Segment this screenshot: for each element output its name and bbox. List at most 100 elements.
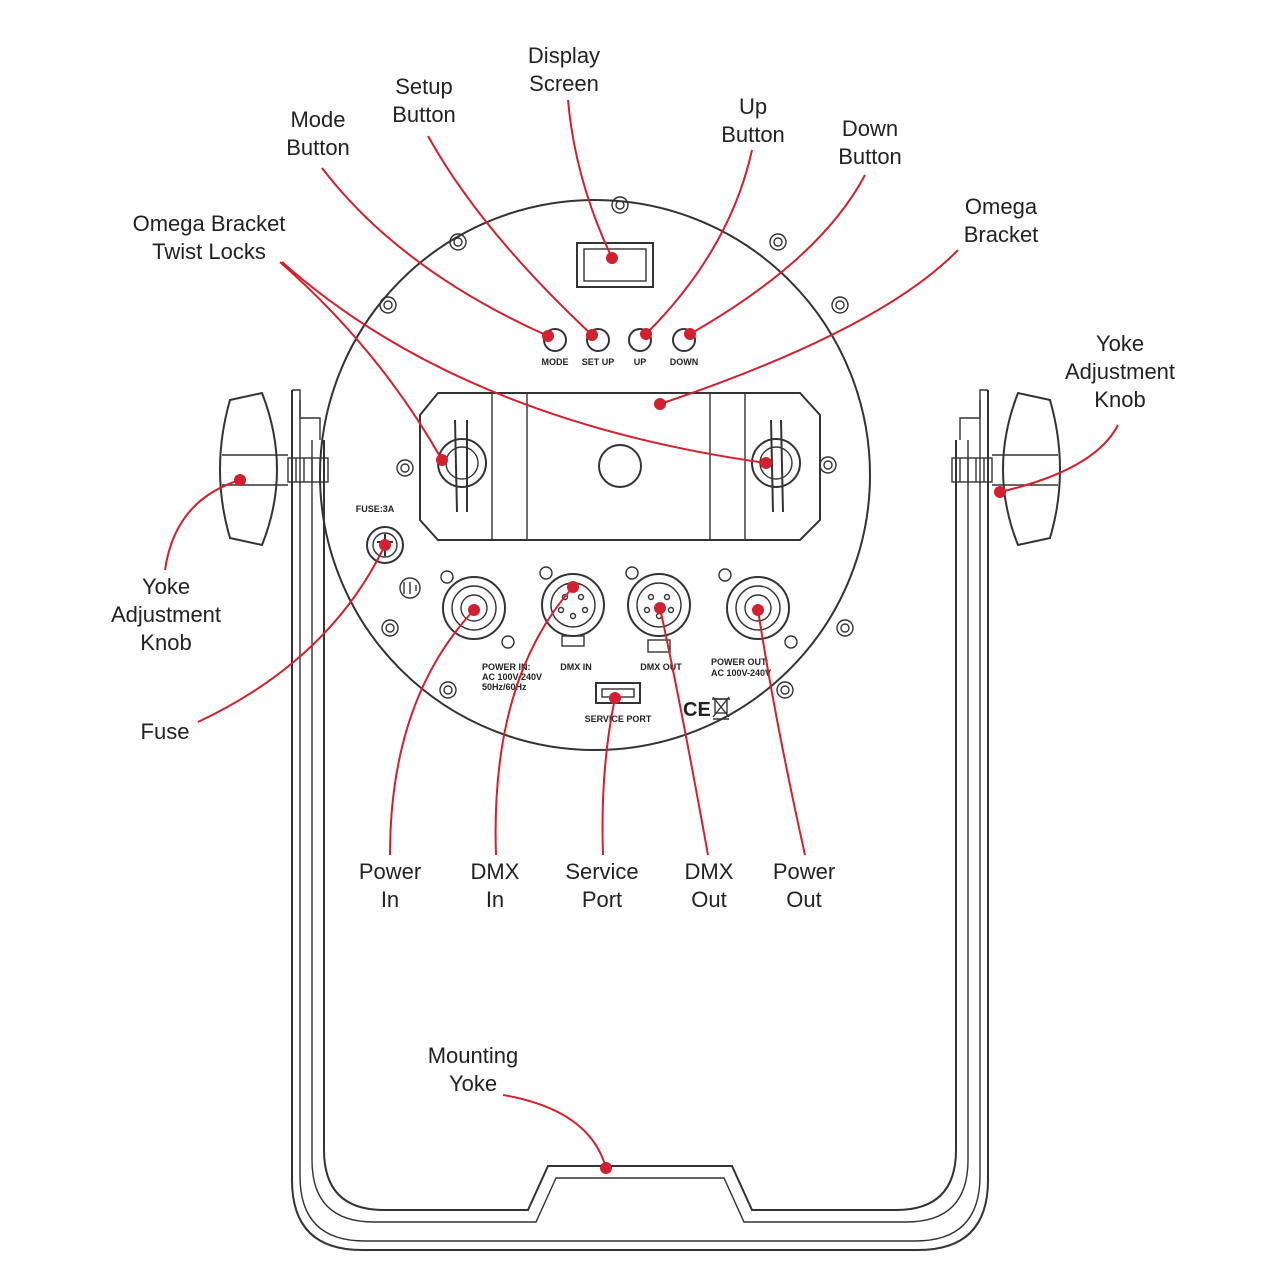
twist-lock-left[interactable] xyxy=(437,419,487,513)
callout-text: Button xyxy=(286,135,350,160)
dmx-in-panel-label: DMX IN xyxy=(560,662,592,672)
leader-setup-button xyxy=(427,135,598,341)
callout-setup-button: Setup Button xyxy=(360,73,488,129)
dmx-in-connector xyxy=(539,566,605,647)
callout-text: Bracket xyxy=(963,222,1039,247)
setup-panel-label: SET UP xyxy=(582,357,615,367)
yoke-knob-left xyxy=(219,391,329,547)
leader-dmx-in xyxy=(494,581,579,856)
callout-text: Omega xyxy=(964,194,1038,219)
yoke-knob-right xyxy=(951,391,1061,547)
setup-button[interactable] xyxy=(586,328,610,352)
callout-text: Fuse xyxy=(140,719,190,744)
callout-text: Button xyxy=(392,102,456,127)
callout-text: Down xyxy=(841,116,899,141)
callout-service-port: Service Port xyxy=(552,858,652,914)
callout-text: Adjustment xyxy=(110,602,222,627)
callout-text: Out xyxy=(786,887,822,912)
power-in-panel-label-2: AC 100V-240V xyxy=(482,672,542,682)
control-buttons: MODE SET UP UP DOWN xyxy=(542,328,699,367)
callout-yoke-knob-right: Yoke Adjustment Knob xyxy=(1050,330,1190,414)
callout-text: DMX xyxy=(684,859,734,884)
dmx-out-panel-label: DMX OUT xyxy=(640,662,682,672)
callout-text: Out xyxy=(691,887,727,912)
ground-symbol xyxy=(399,577,421,599)
callout-text: Yoke xyxy=(141,574,191,599)
service-port-panel-label: SERVICE PORT xyxy=(585,714,652,724)
callout-leaders xyxy=(164,99,1119,1174)
callout-text: Button xyxy=(721,122,785,147)
callout-text: Twist Locks xyxy=(152,239,266,264)
callout-text: Yoke xyxy=(448,1071,498,1096)
leader-twist-locks xyxy=(279,261,772,469)
callout-text: Knob xyxy=(140,630,192,655)
fuse-panel-label: FUSE:3A xyxy=(356,504,395,514)
mode-panel-label: MODE xyxy=(542,357,569,367)
perimeter-screws xyxy=(379,196,854,699)
callout-mounting-yoke: Mounting Yoke xyxy=(403,1042,543,1098)
callout-text: Service xyxy=(565,859,639,884)
display-screen xyxy=(576,242,654,288)
weee-bin-icon xyxy=(712,696,730,720)
up-panel-label: UP xyxy=(634,357,647,367)
callout-text: Omega Bracket xyxy=(132,211,286,236)
callout-dmx-out: DMX Out xyxy=(659,858,759,914)
callout-text: Button xyxy=(838,144,902,169)
connector-panel-labels: POWER IN: AC 100V-240V 50Hz/60Hz DMX IN … xyxy=(482,657,771,692)
callout-text: Display xyxy=(527,43,601,68)
leader-dmx-out xyxy=(654,602,709,856)
callout-yoke-knob-left: Yoke Adjustment Knob xyxy=(96,573,236,657)
callout-text: Setup xyxy=(395,74,453,99)
leader-down-button xyxy=(684,174,866,340)
leader-up-button xyxy=(640,149,753,340)
leader-yoke-knob-right xyxy=(994,424,1119,498)
up-button[interactable] xyxy=(628,328,652,352)
omega-bracket xyxy=(419,392,821,541)
callout-up-button: Up Button xyxy=(689,93,817,149)
callout-text: Mode xyxy=(290,107,346,132)
leader-yoke-knob-left xyxy=(164,474,246,571)
callout-omega-bracket: Omega Bracket xyxy=(937,193,1065,249)
callout-text: DMX xyxy=(470,859,520,884)
certification-marks: CE xyxy=(683,696,730,721)
power-in-connector xyxy=(440,570,515,649)
power-out-connector xyxy=(718,568,798,649)
power-out-panel-label-1: POWER OUT: xyxy=(711,657,769,667)
leader-power-out xyxy=(752,604,806,856)
callout-down-button: Down Button xyxy=(806,115,934,171)
callout-text: Power xyxy=(772,859,836,884)
down-panel-label: DOWN xyxy=(670,357,699,367)
callout-text: Port xyxy=(581,887,623,912)
leader-mode-button xyxy=(321,167,554,342)
leader-mounting-yoke xyxy=(502,1094,612,1174)
power-out-panel-label-2: AC 100V-240V xyxy=(711,668,771,678)
service-port: SERVICE PORT xyxy=(585,682,652,724)
leader-display-screen xyxy=(567,99,618,264)
callout-text: Up xyxy=(738,94,768,119)
mounting-yoke xyxy=(291,389,989,1251)
ce-mark: CE xyxy=(683,699,711,721)
down-button[interactable] xyxy=(672,328,696,352)
power-in-panel-label-3: 50Hz/60Hz xyxy=(482,682,527,692)
twist-lock-right[interactable] xyxy=(751,419,801,513)
callout-text: In xyxy=(380,887,400,912)
leader-omega-bracket xyxy=(654,249,959,410)
leader-power-in xyxy=(389,604,480,856)
callout-display-screen: Display Screen xyxy=(500,42,628,98)
callout-fuse: Fuse xyxy=(115,718,215,746)
fuse-holder: FUSE:3A xyxy=(356,504,404,564)
callout-dmx-in: DMX In xyxy=(445,858,545,914)
callout-text: Mounting xyxy=(427,1043,519,1068)
callout-mode-button: Mode Button xyxy=(254,106,382,162)
callout-power-out: Power Out xyxy=(754,858,854,914)
power-in-panel-label-1: POWER IN: xyxy=(482,662,531,672)
callout-power-in: Power In xyxy=(340,858,440,914)
callout-text: Knob xyxy=(1094,387,1146,412)
dmx-out-connector xyxy=(625,566,691,653)
leader-fuse xyxy=(197,539,391,723)
callout-text: Power xyxy=(358,859,422,884)
callout-twist-locks: Omega Bracket Twist Locks xyxy=(109,210,309,266)
fixture-body xyxy=(319,199,871,751)
callout-text: Yoke xyxy=(1095,331,1145,356)
